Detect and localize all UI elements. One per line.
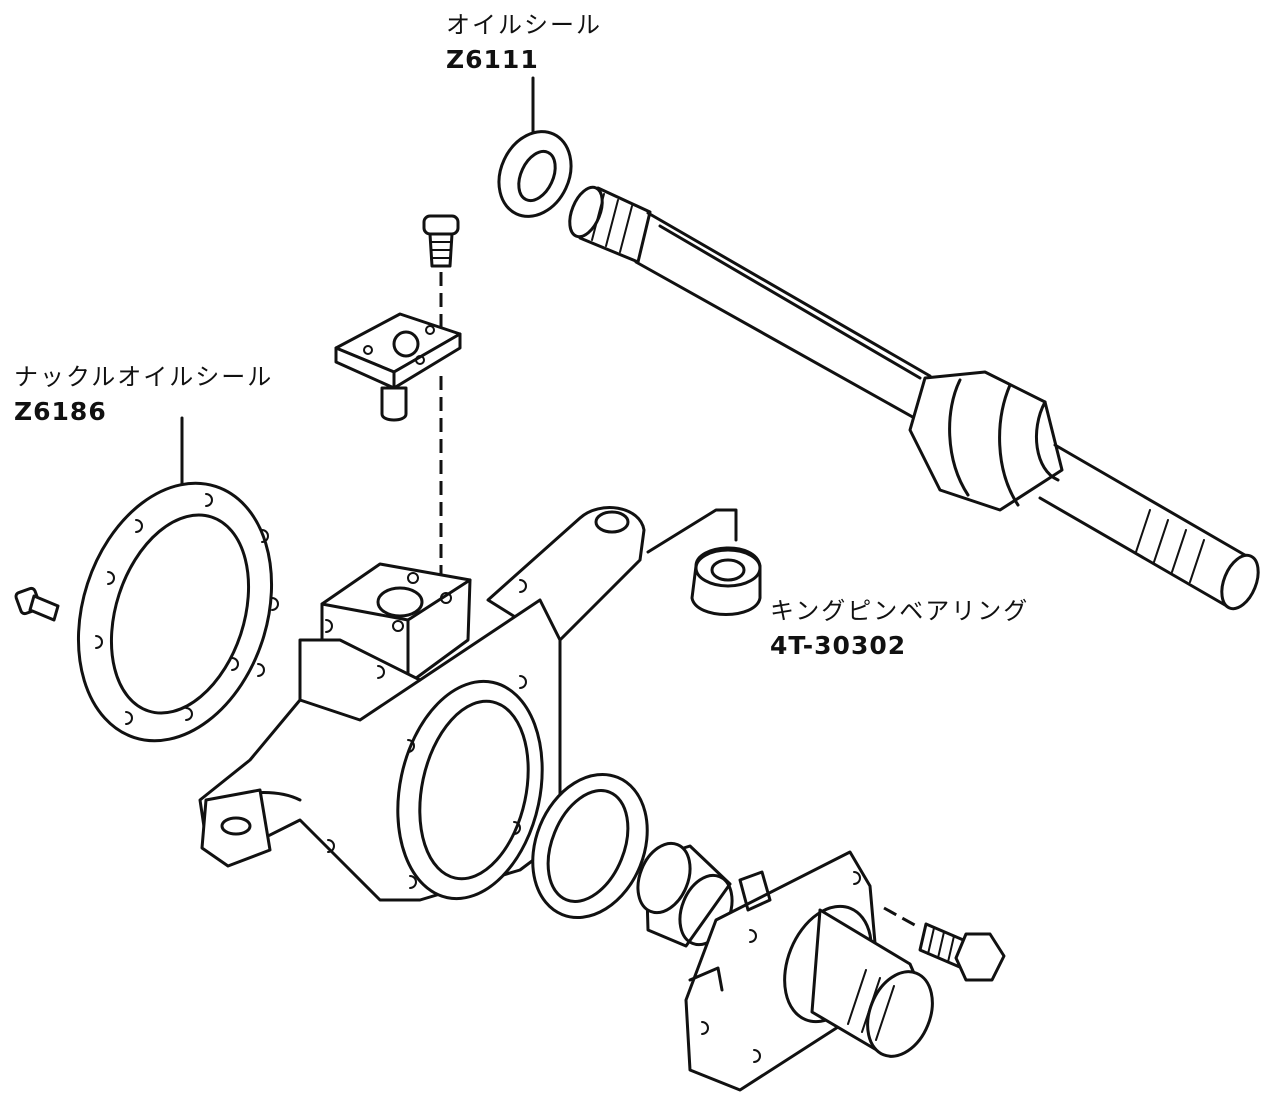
bushing bbox=[636, 841, 734, 948]
seal-ring bbox=[531, 772, 649, 920]
callout-knuckle-oil-seal: ナックルオイルシール Z6186 bbox=[14, 363, 274, 426]
callout-king-pin-bearing: キングピンベアリング 4T-30302 bbox=[770, 597, 1030, 660]
callout-oil-seal: オイルシール Z6111 bbox=[446, 11, 602, 74]
axle-shaft bbox=[568, 185, 1260, 611]
king-pin-bearing-part bbox=[646, 508, 762, 616]
oil-seal-name: オイルシール bbox=[446, 11, 602, 39]
king-pin-bolt bbox=[422, 214, 460, 578]
king-pin-bearing-part-number: 4T-30302 bbox=[770, 630, 907, 660]
steering-knuckle bbox=[198, 506, 646, 902]
oil-seal-z6111-part bbox=[497, 76, 573, 218]
king-pin-bearing-name: キングピンベアリング bbox=[770, 597, 1030, 625]
knuckle-oil-seal-name: ナックルオイルシール bbox=[14, 363, 274, 391]
king-pin-cap bbox=[334, 312, 462, 422]
flange-bolt bbox=[883, 906, 1006, 982]
knuckle-oil-seal-z6186-part bbox=[76, 416, 279, 743]
knuckle-oil-seal-part-number: Z6186 bbox=[14, 396, 107, 426]
small-bolt-left bbox=[14, 586, 60, 622]
spindle-flange bbox=[684, 850, 934, 1092]
oil-seal-part-number: Z6111 bbox=[446, 44, 539, 74]
